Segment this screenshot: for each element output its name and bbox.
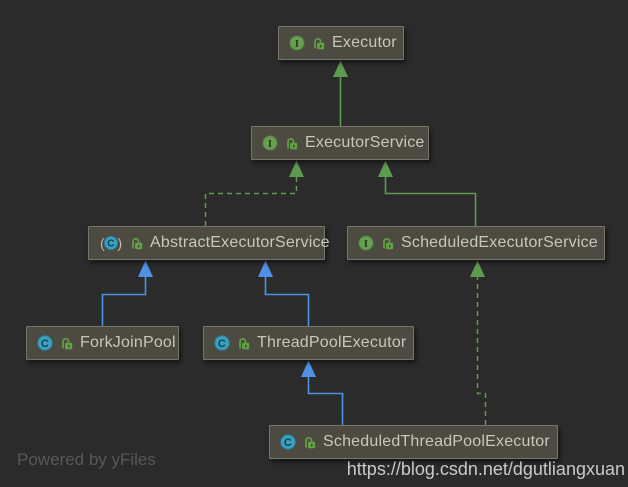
interface-icon: I — [358, 235, 374, 251]
arrowhead-icon — [301, 360, 316, 377]
edge-forkjoinpool-extends-abstractexecutorservice — [101, 260, 153, 326]
interface-icon: I — [289, 35, 305, 51]
arrowhead-icon — [378, 160, 393, 177]
paren-close: ) — [118, 235, 123, 251]
unlocked-icon — [62, 338, 73, 350]
node-label: ExecutorService — [305, 134, 425, 151]
node-executorservice[interactable]: I ExecutorService — [251, 126, 429, 160]
node-label: ForkJoinPool — [80, 334, 176, 351]
csdn-url-watermark: https://blog.csdn.net/dgutliangxuan — [346, 459, 625, 479]
paren-open: ( — [100, 235, 105, 251]
arrowhead-icon — [333, 60, 348, 77]
node-label: AbstractExecutorService — [150, 234, 330, 251]
node-label: ThreadPoolExecutor — [257, 334, 407, 351]
node-scheduledexecutorservice[interactable]: I ScheduledExecutorService — [347, 226, 605, 260]
arrowhead-icon — [470, 260, 485, 277]
arrowhead-icon — [289, 160, 304, 177]
node-label: ScheduledThreadPoolExecutor — [323, 433, 550, 450]
class-letter: C — [218, 338, 226, 350]
edge-scheduledthreadpoolexecutor-extends-threadpoolexecutor — [301, 360, 344, 425]
unlocked-icon — [287, 138, 298, 150]
unlocked-icon — [314, 38, 325, 50]
edge-scheduledthreadpoolexecutor-implements-scheduledexecutorservice — [470, 260, 487, 425]
node-forkjoinpool[interactable]: C ForkJoinPool — [26, 326, 179, 360]
abstract-class-icon: ( C ) — [100, 235, 123, 251]
unlocked-icon — [132, 238, 143, 250]
node-threadpoolexecutor[interactable]: C ThreadPoolExecutor — [203, 326, 414, 360]
edge-abstractexecutorservice-implements-executorservice — [204, 160, 304, 226]
interface-letter: I — [268, 138, 272, 150]
unlocked-icon — [383, 238, 394, 250]
edge-threadpoolexecutor-extends-abstractexecutorservice — [258, 260, 310, 326]
class-icon: C — [280, 434, 296, 450]
interface-letter: I — [295, 38, 299, 50]
arrowhead-icon — [258, 260, 273, 277]
unlocked-icon — [239, 338, 250, 350]
node-scheduledthreadpoolexecutor[interactable]: C ScheduledThreadPoolExecutor — [269, 425, 558, 459]
edge-scheduledexecutorservice-extends-executorservice — [378, 160, 477, 226]
yfiles-watermark: Powered by yFiles — [17, 450, 156, 469]
node-executor[interactable]: I Executor — [278, 26, 404, 60]
arrowhead-icon — [138, 260, 153, 277]
class-icon: C — [37, 335, 53, 351]
edge-executorservice-extends-executor — [333, 60, 348, 126]
node-label: Executor — [332, 34, 397, 51]
class-icon: C — [214, 335, 230, 351]
node-label: ScheduledExecutorService — [401, 234, 598, 251]
class-letter: C — [107, 239, 114, 250]
unlocked-icon — [305, 437, 316, 449]
class-letter: C — [41, 338, 49, 350]
class-letter: C — [284, 437, 292, 449]
interface-letter: I — [364, 238, 368, 250]
interface-icon: I — [262, 135, 278, 151]
node-abstractexecutorservice[interactable]: ( C ) AbstractExecutorService — [88, 226, 330, 260]
